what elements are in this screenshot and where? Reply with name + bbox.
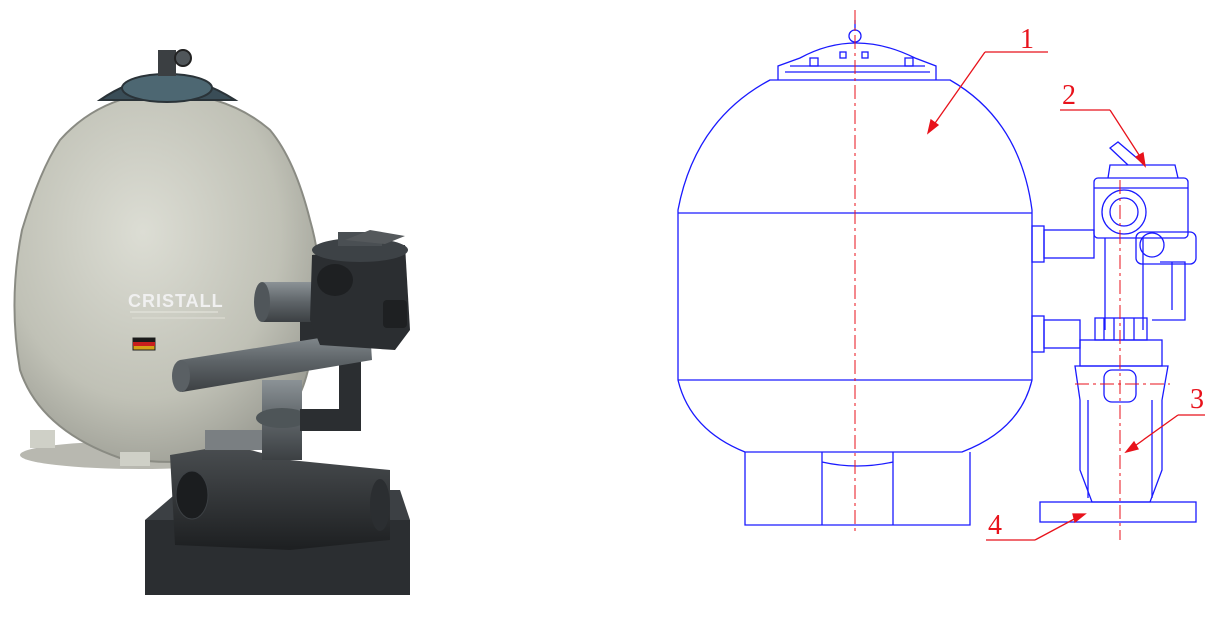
callout-2: 2 bbox=[1062, 80, 1076, 111]
drawing-feet bbox=[744, 452, 971, 526]
drawing-lid bbox=[777, 42, 937, 80]
drawing-valve bbox=[1093, 177, 1189, 239]
brand-label: CRISTALL bbox=[128, 291, 224, 311]
leader-lines bbox=[926, 51, 1205, 541]
technical-drawing bbox=[677, 20, 1197, 526]
callout-4: 4 bbox=[988, 510, 1002, 541]
centerlines bbox=[854, 10, 1170, 540]
drawing-valve-handle bbox=[1108, 141, 1146, 166]
callout-3: 3 bbox=[1190, 384, 1204, 415]
pump bbox=[170, 445, 390, 550]
callout-1: 1 bbox=[1020, 24, 1034, 55]
waste-pipe bbox=[180, 330, 372, 392]
drawing-pump bbox=[1074, 365, 1169, 503]
pressure-gauge-icon bbox=[174, 49, 192, 67]
drawing-base bbox=[1039, 501, 1197, 523]
drawing-tank-outline bbox=[677, 79, 1033, 453]
valve-handle bbox=[345, 230, 405, 244]
filter-photo: CRISTALL bbox=[13, 49, 410, 595]
